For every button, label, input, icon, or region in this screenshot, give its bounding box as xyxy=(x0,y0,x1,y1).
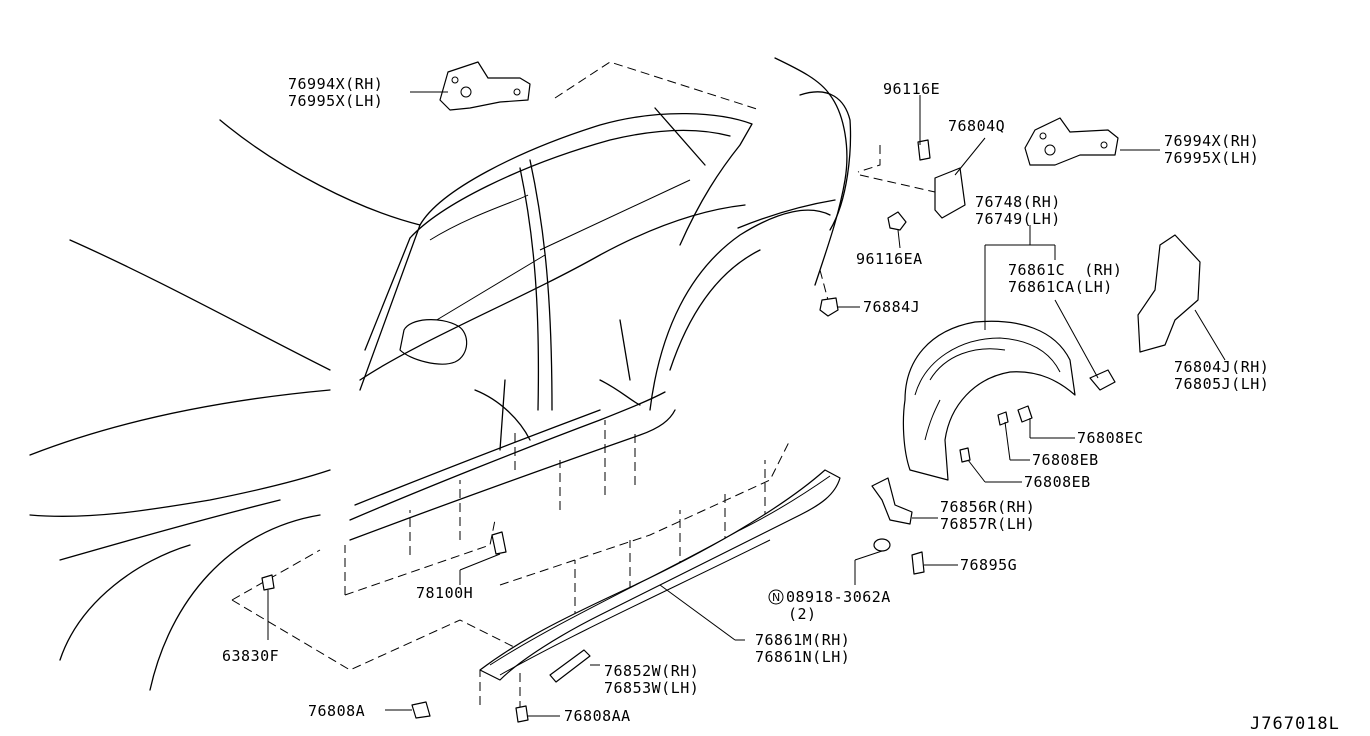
label-guard-rh: 76748(RH) xyxy=(975,193,1061,211)
label-clip-76808eb-2: 76808EB xyxy=(1024,473,1091,491)
clip-96116e-shape xyxy=(917,139,931,161)
label-bracket-rh: 76804J(RH) xyxy=(1174,358,1269,376)
side-sill-molding xyxy=(479,469,841,681)
leader-lines xyxy=(267,91,1226,717)
label-mud-lh: 76853W(LH) xyxy=(604,679,699,697)
label-clip-78100h: 78100H xyxy=(416,584,473,602)
nut-symbol-letter: N xyxy=(772,591,780,604)
clip-76808eb-1-shape xyxy=(997,411,1009,426)
label-nut-code: 08918-3062A xyxy=(786,588,891,606)
clip-76808ec-shape xyxy=(1017,405,1033,423)
clip-63830f-shape xyxy=(261,574,275,591)
car-body-outline xyxy=(29,57,852,691)
label-stay-rh: 76856R(RH) xyxy=(940,498,1035,516)
assembly-guides xyxy=(231,61,936,710)
clip-76808eb-2-shape xyxy=(959,447,971,463)
label-nut-qty: (2) xyxy=(788,605,817,623)
seal-76861c-shape xyxy=(1089,369,1116,391)
clip-78100h-shape xyxy=(491,531,507,555)
label-clip-76884j: 76884J xyxy=(863,298,920,316)
bracket-76804j-shape xyxy=(1137,234,1201,353)
wheel-arch-guard xyxy=(902,320,1076,481)
clip-76884j-shape xyxy=(819,297,839,317)
label-seal-lh: 76861CA(LH) xyxy=(1008,278,1113,296)
label-hinge-right-lh: 76995X(LH) xyxy=(1164,149,1259,167)
clip-76895g-shape xyxy=(911,551,925,575)
label-clip-63830f: 63830F xyxy=(222,647,279,665)
hinge-bracket-left xyxy=(439,61,531,111)
nut-symbol: N xyxy=(768,589,784,605)
label-part-76804q: 76804Q xyxy=(948,117,1005,135)
clip-96116ea-shape xyxy=(887,211,907,231)
label-sill-rh: 76861M(RH) xyxy=(755,631,850,649)
stay-76856r-shape xyxy=(871,477,913,525)
label-guard-lh: 76749(LH) xyxy=(975,210,1061,228)
nut-08918-shape xyxy=(873,538,891,552)
label-screw-76808a: 76808A xyxy=(308,702,365,720)
label-clip-76895g: 76895G xyxy=(960,556,1017,574)
label-clip-76808aa: 76808AA xyxy=(564,707,631,725)
label-sill-lh: 76861N(LH) xyxy=(755,648,850,666)
part-76804q-shape xyxy=(934,167,966,219)
hinge-bracket-right xyxy=(1024,117,1119,166)
label-hinge-left-rh: 76994X(RH) xyxy=(288,75,383,93)
mud-guard-76852w-shape xyxy=(549,649,591,683)
label-seal-rh: 76861C (RH) xyxy=(1008,261,1122,279)
label-clip-96116ea: 96116EA xyxy=(856,250,923,268)
label-mud-rh: 76852W(RH) xyxy=(604,662,699,680)
label-stay-lh: 76857R(LH) xyxy=(940,515,1035,533)
screw-76808a-shape xyxy=(411,701,431,719)
label-bracket-lh: 76805J(LH) xyxy=(1174,375,1269,393)
label-clip-96116e: 96116E xyxy=(883,80,940,98)
label-hinge-left-lh: 76995X(LH) xyxy=(288,92,383,110)
label-hinge-right-rh: 76994X(RH) xyxy=(1164,132,1259,150)
diagram-code: J767018L xyxy=(1250,714,1340,734)
clip-76808aa-shape xyxy=(515,705,529,723)
label-clip-76808eb-1: 76808EB xyxy=(1032,451,1099,469)
label-clip-76808ec: 76808EC xyxy=(1077,429,1144,447)
